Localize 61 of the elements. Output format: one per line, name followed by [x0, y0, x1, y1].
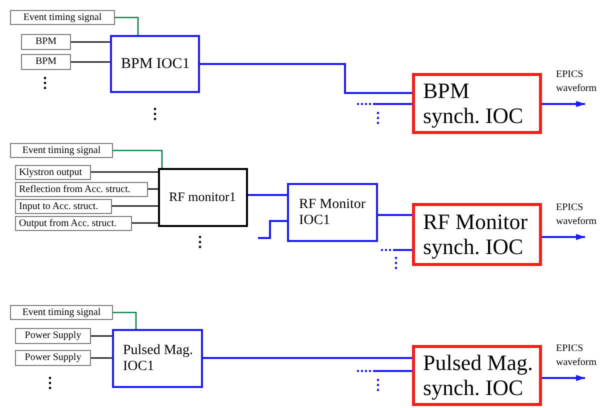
connector-line	[113, 312, 137, 329]
edge-label: EPICS waveform	[556, 68, 598, 95]
node-label: Event timing signal	[23, 12, 102, 24]
synch-ioc-box	[412, 345, 542, 406]
connector-line	[395, 249, 412, 251]
ioc-box	[287, 183, 378, 242]
node-label: RF Monitor IOC1	[299, 196, 367, 228]
connector-line	[91, 357, 112, 359]
connector-line	[115, 16, 139, 35]
ioc-box	[112, 329, 203, 388]
connector-line	[373, 103, 412, 105]
node-label: BPM	[35, 36, 57, 48]
connector-line	[113, 150, 163, 168]
node-label: Input to Acc. struct.	[19, 200, 98, 212]
signal-box	[15, 199, 112, 214]
connector-line	[200, 63, 412, 94]
node-label: Pulsed Mag. IOC1	[123, 342, 194, 374]
signal-box	[15, 350, 91, 366]
connector-line	[203, 357, 412, 359]
node-label: BPM IOC1	[121, 56, 190, 72]
ioc-box	[110, 35, 200, 93]
signal-box	[15, 216, 132, 231]
node-label: Event timing signal	[22, 144, 101, 156]
synch-ioc-box	[412, 203, 542, 266]
node-label: Power Supply	[24, 352, 82, 364]
node-label: RF Monitor synch. IOC	[423, 210, 529, 260]
connector-line	[71, 41, 110, 43]
signal-box	[15, 165, 91, 180]
signal-box	[10, 143, 113, 158]
node-label: BPM synch. IOC	[423, 78, 524, 128]
node-label: RF monitor1	[169, 190, 236, 205]
connector-line	[248, 194, 287, 196]
connector-line	[378, 214, 412, 216]
signal-box	[21, 54, 71, 70]
connector-line	[91, 171, 158, 173]
arrow	[542, 374, 585, 382]
edge-label: EPICS waveform	[556, 201, 598, 228]
edge-label: EPICS waveform	[556, 342, 598, 369]
monitor-box	[158, 168, 248, 227]
signal-box	[10, 305, 113, 320]
node-label: Event timing signal	[22, 306, 101, 318]
connector-line	[91, 335, 112, 337]
connector-line	[112, 205, 158, 207]
signal-box	[10, 10, 115, 25]
node-label: Output from Acc. struct.	[19, 218, 116, 230]
signal-box	[21, 34, 71, 50]
node-label: Power Supply	[24, 330, 82, 342]
arrow	[542, 234, 585, 240]
arrow	[542, 100, 585, 108]
connector-line	[258, 220, 287, 239]
node-label: BPM	[35, 56, 57, 68]
connector-line	[148, 188, 158, 190]
node-label: Klystron output	[19, 166, 82, 178]
connector-line	[132, 222, 158, 224]
connector-line	[71, 61, 110, 63]
node-label: Pulsed Mag. synch. IOC	[423, 350, 534, 400]
signal-box	[15, 182, 148, 197]
synch-ioc-box	[412, 73, 542, 134]
connector-line	[373, 370, 412, 372]
node-label: Reflection from Acc. struct.	[19, 184, 130, 196]
signal-box	[15, 328, 91, 344]
